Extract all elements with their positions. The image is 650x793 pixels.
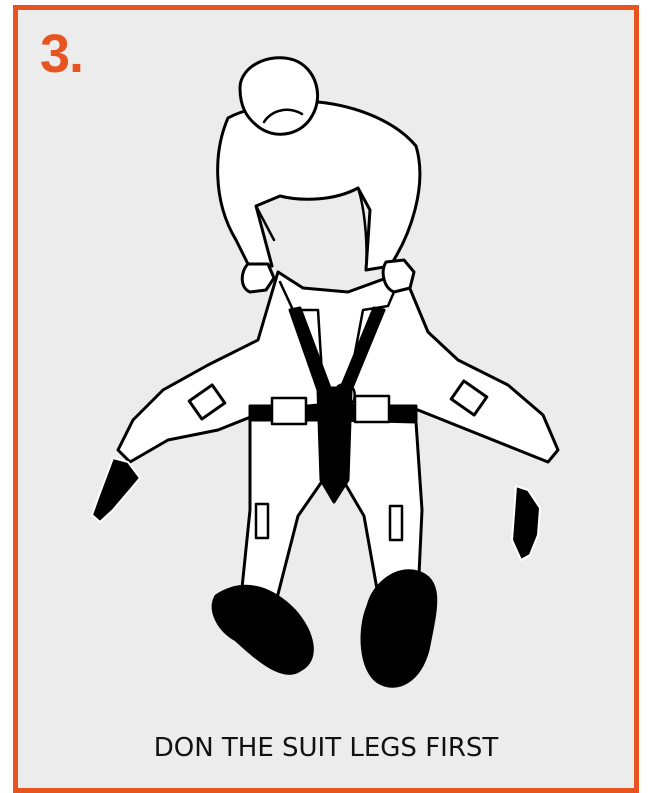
boot-icon [213,571,436,687]
instruction-illustration [18,10,634,788]
person-icon [218,58,420,292]
instruction-caption: DON THE SUIT LEGS FIRST [18,732,634,764]
instruction-card: 3. DON THE SUIT LEGS FIRST [13,5,639,793]
step-number: 3. [40,24,83,84]
